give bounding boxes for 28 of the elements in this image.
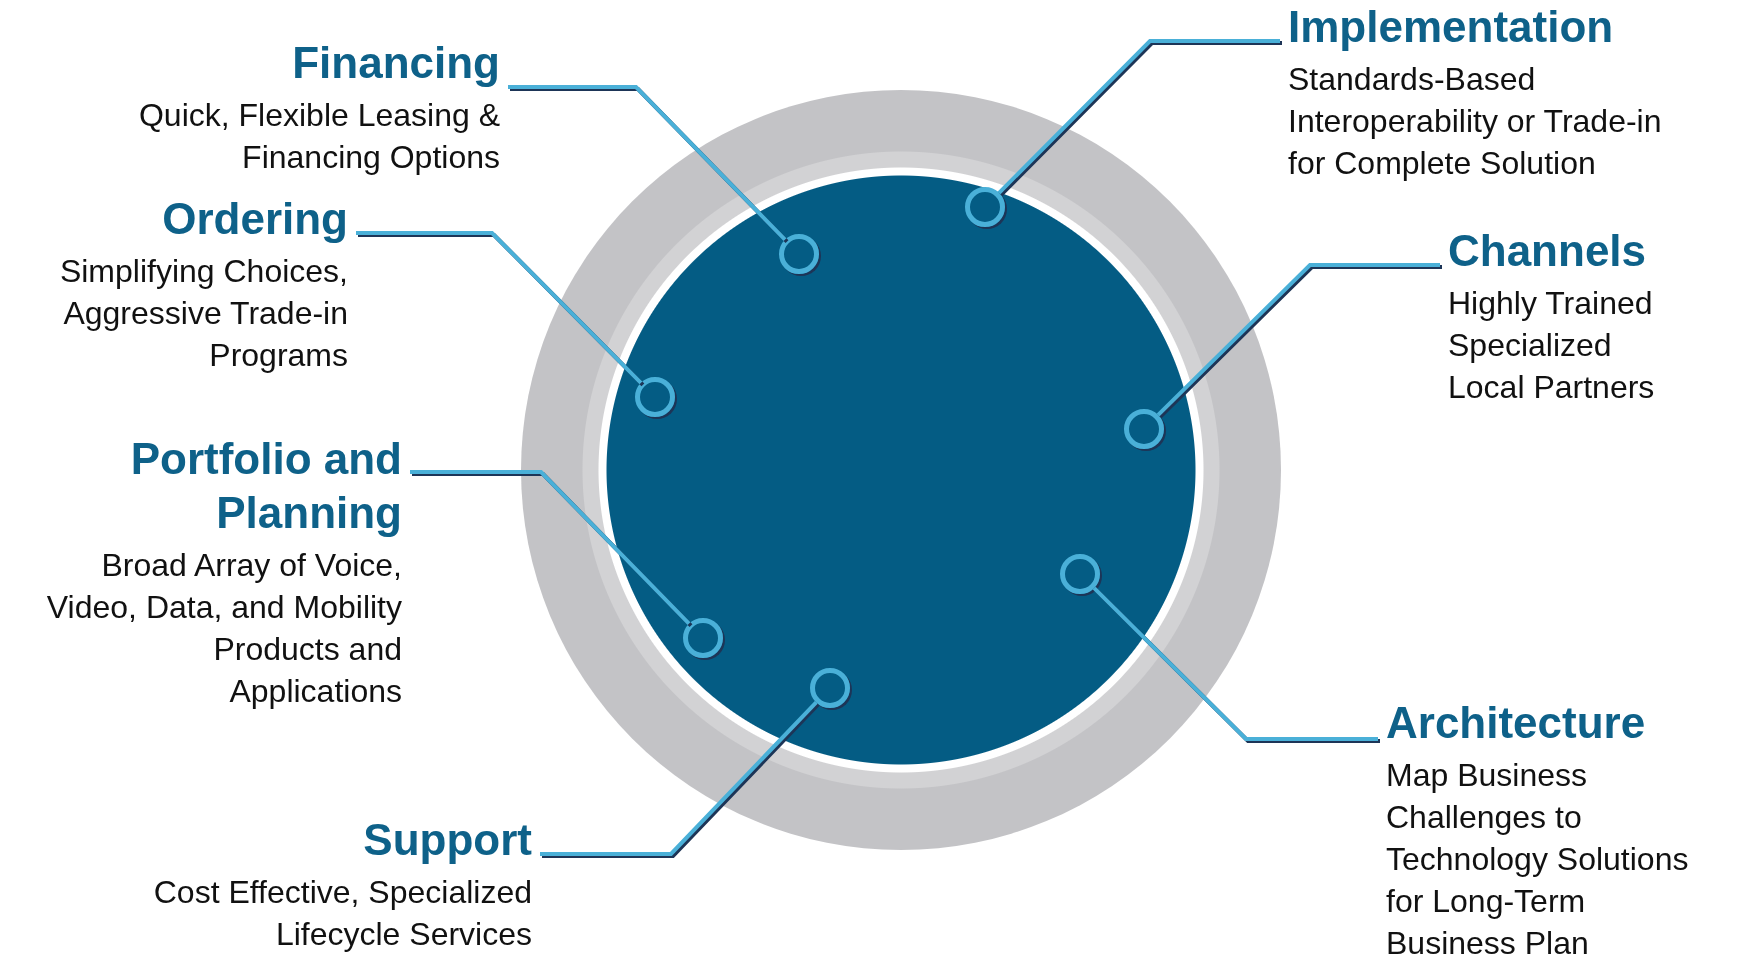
heading: Channels (1448, 225, 1648, 277)
leader-line (410, 470, 693, 628)
description: Quick, Flexible Leasing & Financing Options (137, 96, 500, 177)
heading: Support (362, 814, 532, 866)
heading: Ordering (161, 193, 348, 245)
ring-marker (779, 234, 819, 274)
ring-marker (635, 377, 675, 417)
ring-marker (810, 668, 850, 708)
leader-line (997, 39, 1282, 197)
leader-line (356, 231, 645, 387)
leader-line (1092, 586, 1380, 743)
ring-marker (965, 187, 1005, 227)
description: Simplifying Choices, Aggressive Trade-in Programs (58, 252, 348, 375)
heading: Portfolio and Planning (129, 433, 402, 539)
leader-line (508, 85, 789, 244)
heading: Architecture (1386, 697, 1647, 749)
description: Cost Effective, Specialized Lifecycle Services (152, 873, 532, 954)
heading: Financing (291, 37, 500, 89)
ring-marker (1124, 409, 1164, 449)
leader-line (1156, 263, 1442, 419)
description: Broad Array of Voice, Video, Data, and Mobility Products and Applications (45, 546, 402, 711)
heading: Implementation (1288, 1, 1615, 53)
ring-marker (683, 618, 723, 658)
leader-line (540, 701, 820, 858)
description: Highly Trained Specialized Local Partners (1448, 284, 1656, 407)
description: Map Business Challenges to Technology Solutions for Long-Term Business Plan (1386, 756, 1690, 963)
ring-marker (1060, 554, 1100, 594)
description: Standards-Based Interoperability or Trade-in for Complete Solution (1288, 60, 1663, 183)
